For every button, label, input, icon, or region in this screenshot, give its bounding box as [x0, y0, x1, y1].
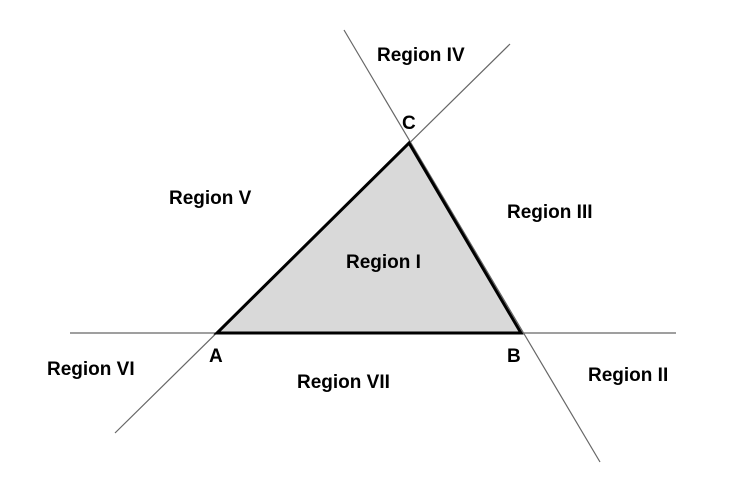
region-label-vi: Region VI	[47, 359, 135, 380]
vertex-label-b: B	[507, 346, 521, 367]
region-label-i: Region I	[346, 252, 421, 273]
region-label-vii: Region VII	[297, 372, 390, 393]
region-label-ii: Region II	[588, 365, 668, 386]
line-bc-extended	[343, 29, 601, 463]
vertex-label-c: C	[402, 113, 416, 134]
vertex-label-a: A	[209, 346, 223, 367]
region-label-v: Region V	[169, 188, 252, 209]
triangle-abc	[213, 140, 524, 335]
region-label-iii: Region III	[507, 202, 593, 223]
region-label-iv: Region IV	[377, 45, 465, 66]
